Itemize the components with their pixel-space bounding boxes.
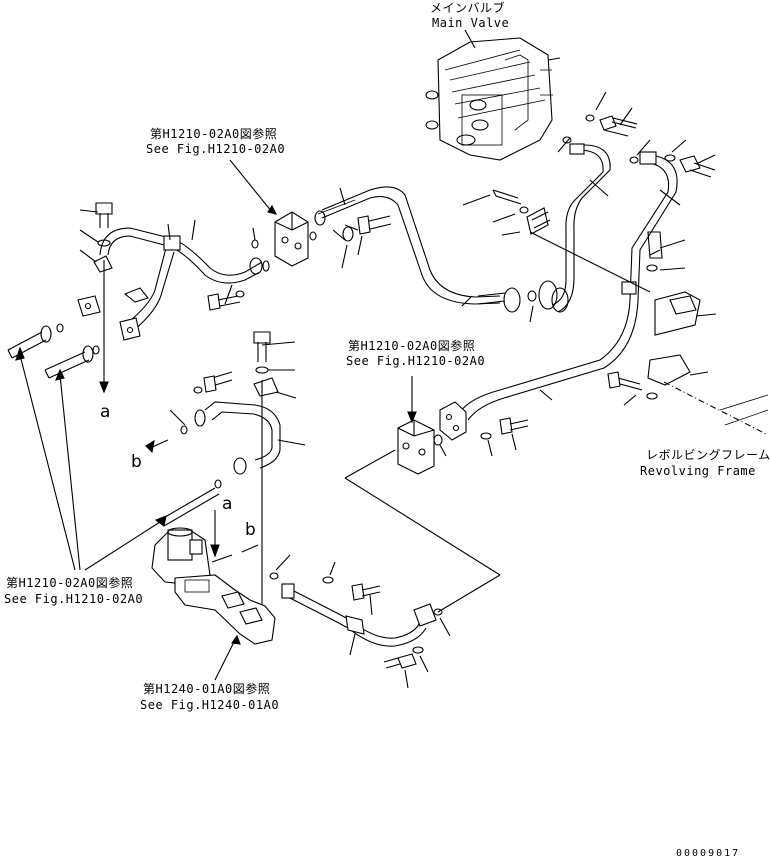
middle-bolts bbox=[193, 331, 297, 620]
valve-bolts-group bbox=[557, 91, 716, 178]
right-brackets bbox=[607, 231, 769, 436]
drawing-number: 00009017 bbox=[676, 848, 741, 859]
marker-a-left: a bbox=[100, 402, 111, 422]
ref-label-mid-jp: 第H1210-02A0図参照 bbox=[348, 339, 476, 353]
ref-label-top-jp: 第H1210-02A0図参照 bbox=[150, 127, 278, 141]
main-valve-label-en: Main Valve bbox=[432, 16, 510, 30]
marker-b-lower: b bbox=[245, 520, 256, 540]
block-middle bbox=[344, 401, 529, 576]
left-sleeves bbox=[7, 260, 109, 394]
pipe-upper-left bbox=[77, 202, 270, 341]
pipe-main-valve-to-clamp bbox=[527, 143, 611, 323]
ref-label-left-jp: 第H1210-02A0図参照 bbox=[6, 576, 134, 590]
main-valve-label-jp: メインバルブ bbox=[430, 1, 506, 15]
clamp-upper-right bbox=[462, 189, 651, 293]
marker-b-left: b bbox=[131, 452, 142, 472]
leader-lines bbox=[15, 159, 417, 571]
ref-label-bottom-jp: 第H1240-01A0図参照 bbox=[143, 682, 271, 696]
ref-label-left-en: See Fig.H1210-02A0 bbox=[4, 592, 144, 606]
pipe-upper-center bbox=[274, 186, 521, 313]
revolving-frame-label-jp: レボルビングフレーム bbox=[646, 448, 770, 462]
revolving-frame-label-en: Revolving Frame bbox=[640, 464, 756, 478]
ref-label-mid-en: See Fig.H1210-02A0 bbox=[346, 354, 486, 368]
ref-label-top-en: See Fig.H1210-02A0 bbox=[146, 142, 286, 156]
pipe-lower bbox=[269, 554, 501, 689]
marker-a-lower: a bbox=[222, 494, 233, 514]
main-valve-drawing bbox=[425, 29, 561, 161]
ref-label-bottom-en: See Fig.H1240-01A0 bbox=[140, 698, 280, 712]
pipe-main-valve-to-block bbox=[459, 151, 681, 421]
solenoid-valve-assembly bbox=[151, 510, 276, 681]
